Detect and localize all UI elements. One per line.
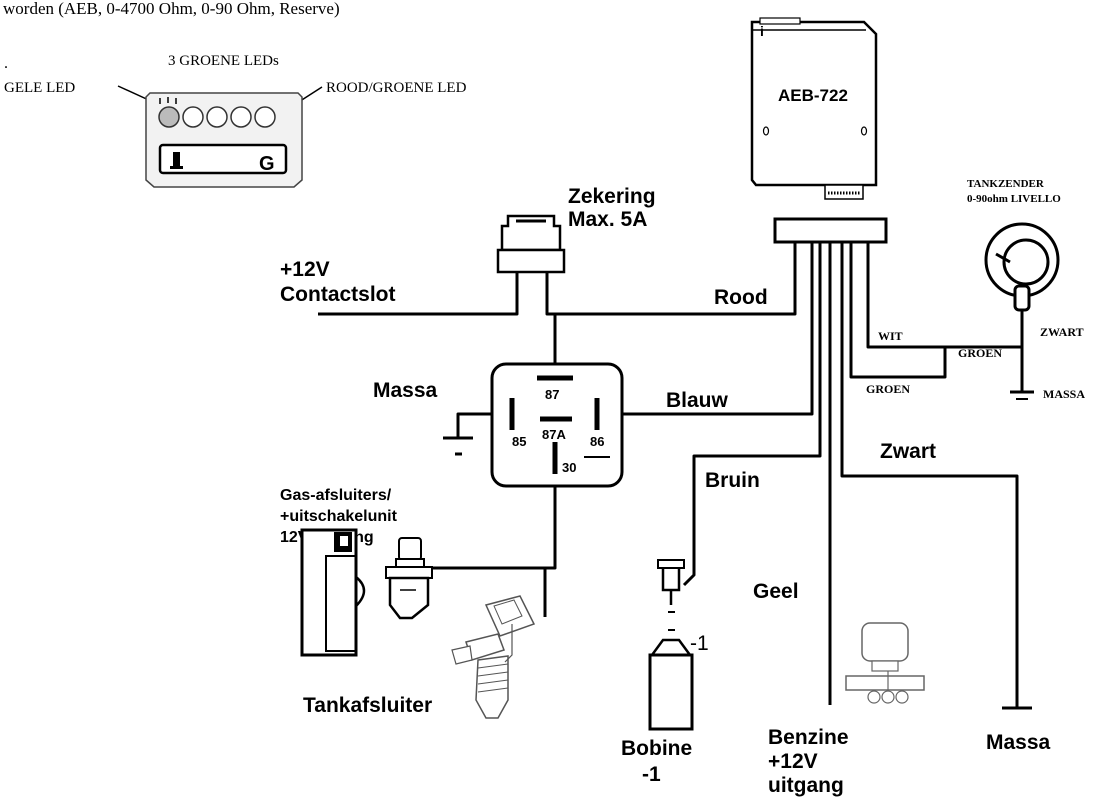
- fuel-pump-icon: [170, 152, 183, 169]
- green-led-2: [206, 106, 228, 128]
- harness-connector: [773, 217, 888, 244]
- wire-ignition: [318, 272, 519, 316]
- wire-label-geel: Geel: [753, 580, 799, 603]
- relay-pin-87: 87: [545, 387, 559, 402]
- module-body: [750, 20, 878, 187]
- wire-relay-30: [428, 465, 557, 570]
- wire-label-groen-bottom: GROEN: [866, 382, 910, 396]
- coil: -1: [648, 559, 709, 731]
- wire-label-zwart: Zwart: [880, 440, 936, 463]
- panel-dot: .: [4, 55, 8, 72]
- shutoff-unit: [300, 528, 366, 657]
- petrol-label-3: uitgang: [768, 774, 844, 797]
- module-switch: [759, 17, 801, 25]
- relay-body: [490, 362, 624, 488]
- relay-pin-87a: 87A: [542, 427, 566, 442]
- relay-pin-30: 30: [562, 460, 576, 475]
- wire-label-bruin: Bruin: [705, 469, 760, 492]
- tank-sender: TANKZENDER 0-90ohm LIVELLO ZWART MASSA: [967, 178, 1085, 401]
- coil-pin-label: -1: [690, 632, 709, 655]
- wire-groen-bottom: [849, 242, 947, 379]
- fuse: Zekering Max. 5A: [496, 185, 656, 274]
- wire-blauw: [618, 242, 814, 416]
- led-panel: . 3 GROENE LEDs GELE LED ROOD/GROENE LED…: [4, 53, 467, 188]
- module-model: AEB-722: [778, 86, 848, 105]
- tank-valve-label: Tankafsluiter: [303, 694, 432, 717]
- green-led-3: [230, 106, 252, 128]
- wire-label-blauw: Blauw: [666, 389, 729, 412]
- tank-sender-label-1: TANKZENDER: [967, 178, 1045, 190]
- ignition-label-2: Contactslot: [280, 283, 396, 306]
- wire-wit-groen: [866, 242, 1024, 349]
- relay-pin-85: 85: [512, 434, 526, 449]
- relay-pin-86: 86: [590, 434, 604, 449]
- wire-label-wit: WIT: [878, 329, 903, 343]
- caption-fragment: worden (AEB, 0-4700 Ohm, 0-90 Ohm, Reser…: [3, 0, 340, 18]
- ignition-label-1: +12V: [280, 258, 330, 281]
- tank-sender-ground-label: MASSA: [1043, 387, 1085, 401]
- yellow-led-label: GELE LED: [4, 80, 75, 96]
- wire-bruin: [682, 242, 822, 587]
- wire-label-rood: Rood: [714, 286, 768, 309]
- yellow-led-rays: [159, 97, 177, 104]
- fuse-base: [496, 248, 566, 274]
- petrol-label-1: Benzine: [768, 726, 849, 749]
- fuse-label-1: Zekering: [568, 185, 656, 208]
- wire-label-groen-top: GROEN: [958, 346, 1002, 360]
- yellow-led: [158, 106, 180, 128]
- rotate-icon: G: [259, 153, 275, 175]
- coil-label-1: Bobine: [621, 737, 692, 760]
- red-green-led-label: ROOD/GROENE LED: [326, 80, 467, 96]
- coil-label-2: -1: [642, 763, 661, 786]
- fuse-label-2: Max. 5A: [568, 208, 647, 231]
- gas-valve-icon: [385, 537, 433, 620]
- panel-switch: [158, 143, 288, 175]
- valves-label-1: Gas-afsluiters/: [280, 487, 392, 504]
- red-green-led: [254, 106, 276, 128]
- green-led-1: [182, 106, 204, 128]
- info-icon: i: [760, 23, 764, 39]
- green-leds-label: 3 GROENE LEDs: [168, 53, 279, 69]
- tank-valve-icon: [451, 595, 536, 719]
- aeb-module: i AEB-722: [750, 17, 878, 200]
- petrol-label-2: +12V: [768, 750, 818, 773]
- tank-sender-label-2: 0-90ohm LIVELLO: [967, 193, 1061, 205]
- wire-rood: [545, 242, 797, 316]
- tank-sender-zwart-label: ZWART: [1040, 325, 1084, 339]
- ground-right-label: Massa: [986, 731, 1051, 754]
- relay: 87 85 87A 86 30: [490, 362, 624, 488]
- ground-left-label: Massa: [373, 379, 438, 402]
- wire-zwart: [840, 242, 1019, 707]
- petrol-valve-icon: [845, 622, 925, 704]
- valves-label-2: +uitschakelunit: [280, 508, 398, 525]
